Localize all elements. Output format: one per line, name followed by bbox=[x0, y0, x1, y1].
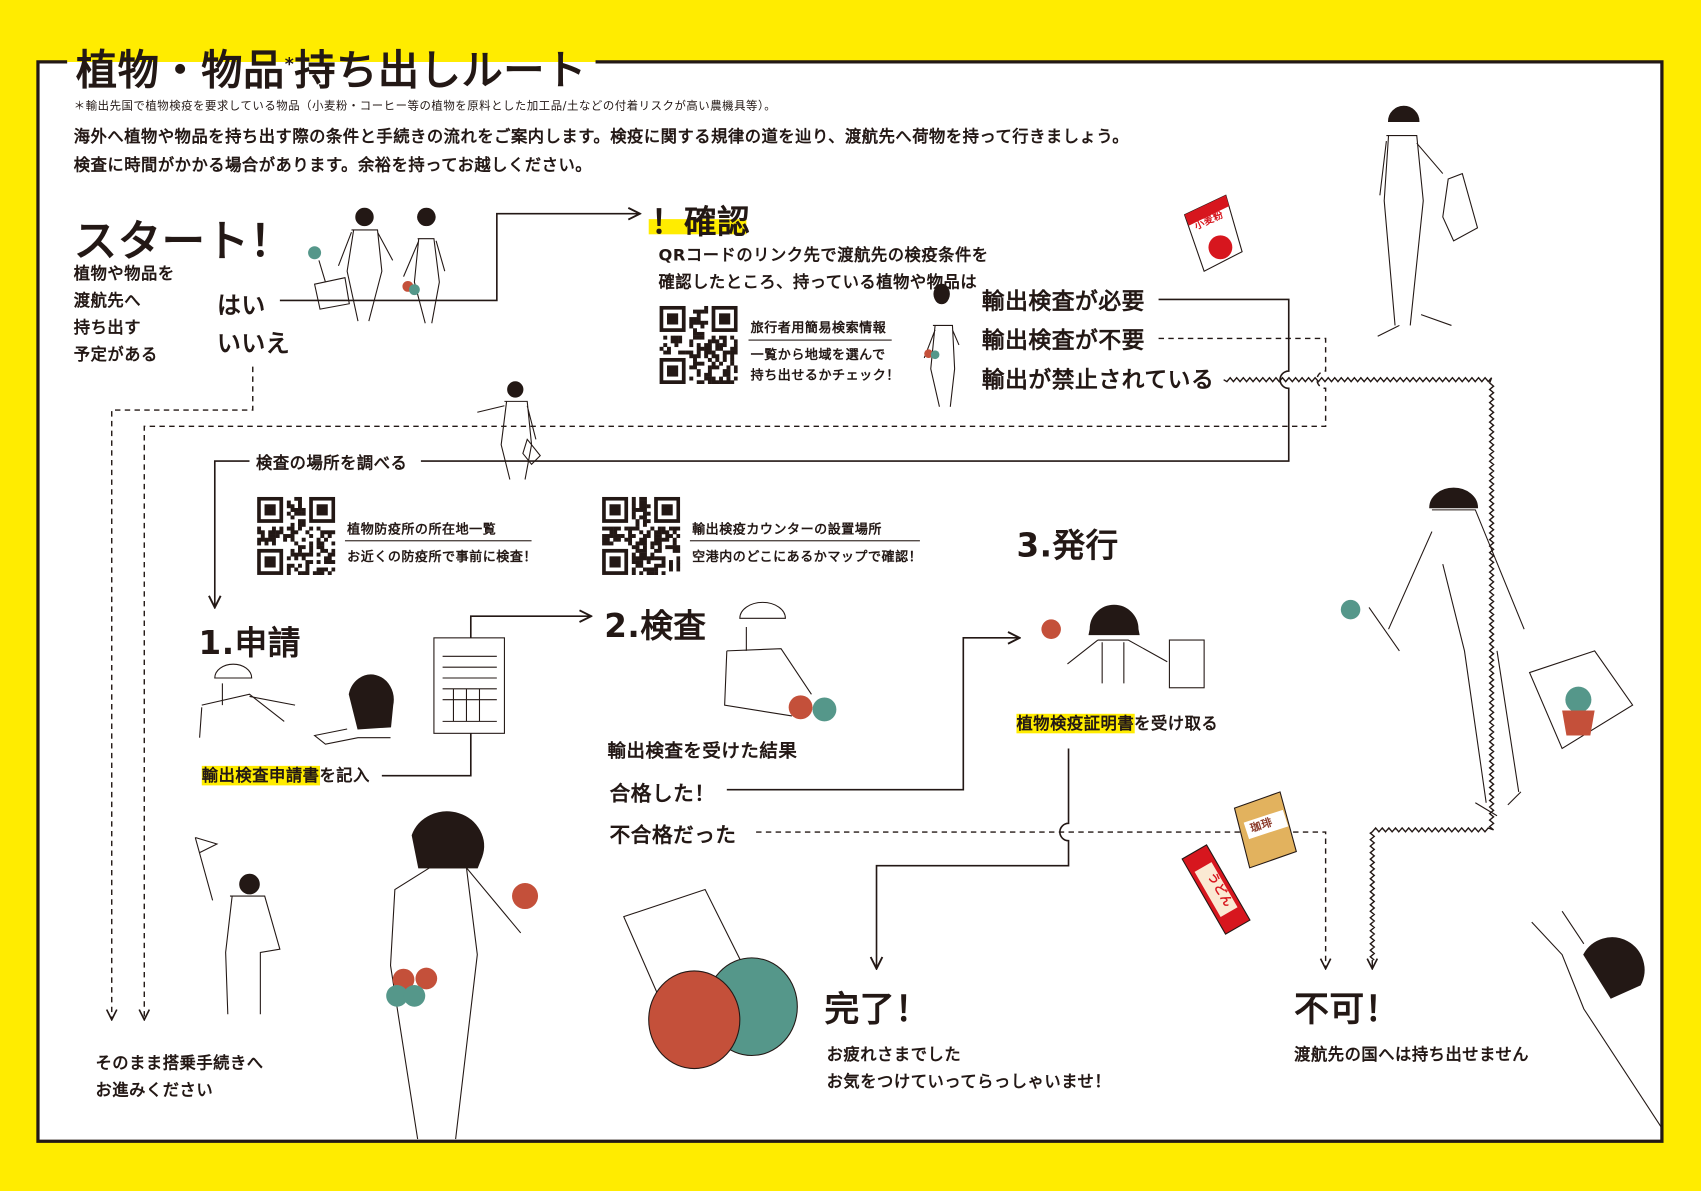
intro-line-1: 海外へ植物や物品を持ち出す際の条件と手続きの流れをご案内します。検疫に関する規律… bbox=[73, 126, 1130, 147]
done-text-1: お疲れさまでした bbox=[826, 1044, 962, 1065]
start-title: スタート！ bbox=[73, 216, 294, 267]
route-yes-line bbox=[279, 214, 640, 302]
qr-counters-desc: 空港内のどこにあるかマップで確認！ bbox=[692, 548, 923, 565]
result-fail: 不合格だった bbox=[609, 823, 737, 848]
route-done-line bbox=[877, 748, 1070, 969]
start-question-4: 予定がある bbox=[73, 344, 158, 365]
qr-code-stations[interactable] bbox=[257, 496, 336, 576]
frame-border bbox=[36, 60, 1664, 1143]
step2-result-label: 輸出検査を受けた結果 bbox=[607, 740, 798, 763]
route-pass-line bbox=[726, 638, 1020, 791]
page-title: 植物・物品*持ち出しルート bbox=[67, 36, 596, 97]
certificate-name: 植物検疫証明書 bbox=[1016, 713, 1135, 734]
title-part: 植物・物品 bbox=[75, 46, 285, 95]
qr-travel-desc-2: 持ち出せるかチェック！ bbox=[750, 367, 900, 383]
certificate-woman-illustration bbox=[1041, 604, 1205, 689]
step1-title: 1.申請 bbox=[198, 624, 301, 663]
qr-stations-title: 植物防疫所の所在地一覧 bbox=[347, 521, 497, 537]
waving-person-illustration bbox=[1531, 910, 1663, 1129]
board-text-1: そのまま搭乗手続きへ bbox=[95, 1053, 264, 1073]
step3-instruction: 植物検疫証明書を受け取る bbox=[1016, 712, 1218, 735]
divider bbox=[344, 540, 532, 542]
walking-man-plant-illustration bbox=[1340, 487, 1634, 817]
content-panel bbox=[39, 62, 1662, 1142]
option-not-required: 輸出検査が不要 bbox=[981, 327, 1146, 354]
confirm-title: ！確認 bbox=[650, 203, 751, 242]
woman-phone-illustration bbox=[923, 283, 960, 407]
denied-text: 渡航先の国へは持ち出せません bbox=[1294, 1044, 1530, 1065]
start-question-1: 植物や物品を bbox=[73, 263, 175, 284]
qr-travel-desc-1: 一覧から地域を選んで bbox=[750, 347, 886, 363]
man-with-bag-illustration bbox=[1377, 105, 1479, 337]
divider bbox=[748, 339, 892, 341]
intro-line-2: 検査に時間がかかる場合があります。余裕を持ってお越しください。 bbox=[73, 155, 593, 175]
route-not-required-line bbox=[144, 337, 1327, 1019]
result-pass: 合格した！ bbox=[609, 782, 716, 807]
option-prohibited: 輸出が禁止されている bbox=[981, 366, 1215, 393]
answer-yes: はい bbox=[216, 292, 266, 321]
application-form-name: 輸出検査申請書 bbox=[201, 765, 320, 786]
udon-pack-illustration bbox=[1181, 844, 1251, 935]
done-text-2: お気をつけていってらっしゃいませ！ bbox=[826, 1071, 1112, 1092]
route-no-line bbox=[112, 366, 254, 1020]
apple-woman-illustration bbox=[386, 811, 539, 1140]
locate-label: 検査の場所を調べる bbox=[256, 453, 408, 473]
flour-bag-illustration bbox=[1183, 194, 1243, 272]
qr-stations-desc: お近くの防疫所で事前に検査！ bbox=[347, 548, 537, 565]
qr-code-counters[interactable] bbox=[602, 496, 681, 576]
applicant-illustration bbox=[199, 663, 394, 745]
step3-title: 3.発行 bbox=[1016, 527, 1119, 566]
route-fail-line bbox=[756, 831, 1326, 969]
route-prohibited-line bbox=[1223, 376, 1495, 961]
denied-title: 不可！ bbox=[1294, 988, 1400, 1030]
start-question-2: 渡航先へ bbox=[73, 290, 142, 311]
option-required: 輸出検査が必要 bbox=[981, 288, 1146, 315]
done-title: 完了！ bbox=[824, 988, 931, 1030]
start-couple-illustration bbox=[308, 207, 446, 324]
board-text-2: お進みください bbox=[95, 1080, 214, 1100]
coffee-bag-illustration bbox=[1233, 791, 1297, 869]
title-part-rest: 持ち出しルート bbox=[294, 46, 587, 95]
qr-travel-title: 旅行者用簡易検索情報 bbox=[750, 320, 887, 336]
title-asterisk: * bbox=[284, 53, 295, 75]
step2-title: 2.検査 bbox=[604, 607, 707, 646]
qr-counters-title: 輸出検疫カウンターの設置場所 bbox=[692, 521, 882, 537]
answer-no: いいえ bbox=[216, 330, 291, 358]
confirm-text-1: QRコードのリンク先で渡航先の検疫条件を bbox=[658, 245, 989, 265]
start-question-3: 持ち出す bbox=[73, 317, 142, 338]
apples-certificate-illustration bbox=[623, 888, 798, 1070]
footnote: ＊輸出先国で植物検疫を要求している物品（小麦粉・コーヒー等の植物を原料とした加工… bbox=[73, 99, 777, 113]
confirm-highlight bbox=[648, 219, 747, 235]
step1-instruction: 輸出検査申請書を記入 bbox=[201, 764, 370, 787]
step1-instruction-rest: を記入 bbox=[319, 765, 370, 786]
inspector-illustration bbox=[724, 601, 837, 722]
qr-code-travel-search[interactable] bbox=[659, 305, 738, 385]
step3-instruction-rest: を受け取る bbox=[1134, 713, 1219, 734]
application-form-illustration bbox=[433, 637, 505, 734]
divider bbox=[689, 540, 920, 542]
pointing-man-illustration bbox=[477, 381, 541, 480]
flag-child-illustration bbox=[194, 836, 281, 1015]
confirm-text-2: 確認したところ、持っている植物や物品は bbox=[658, 272, 978, 292]
